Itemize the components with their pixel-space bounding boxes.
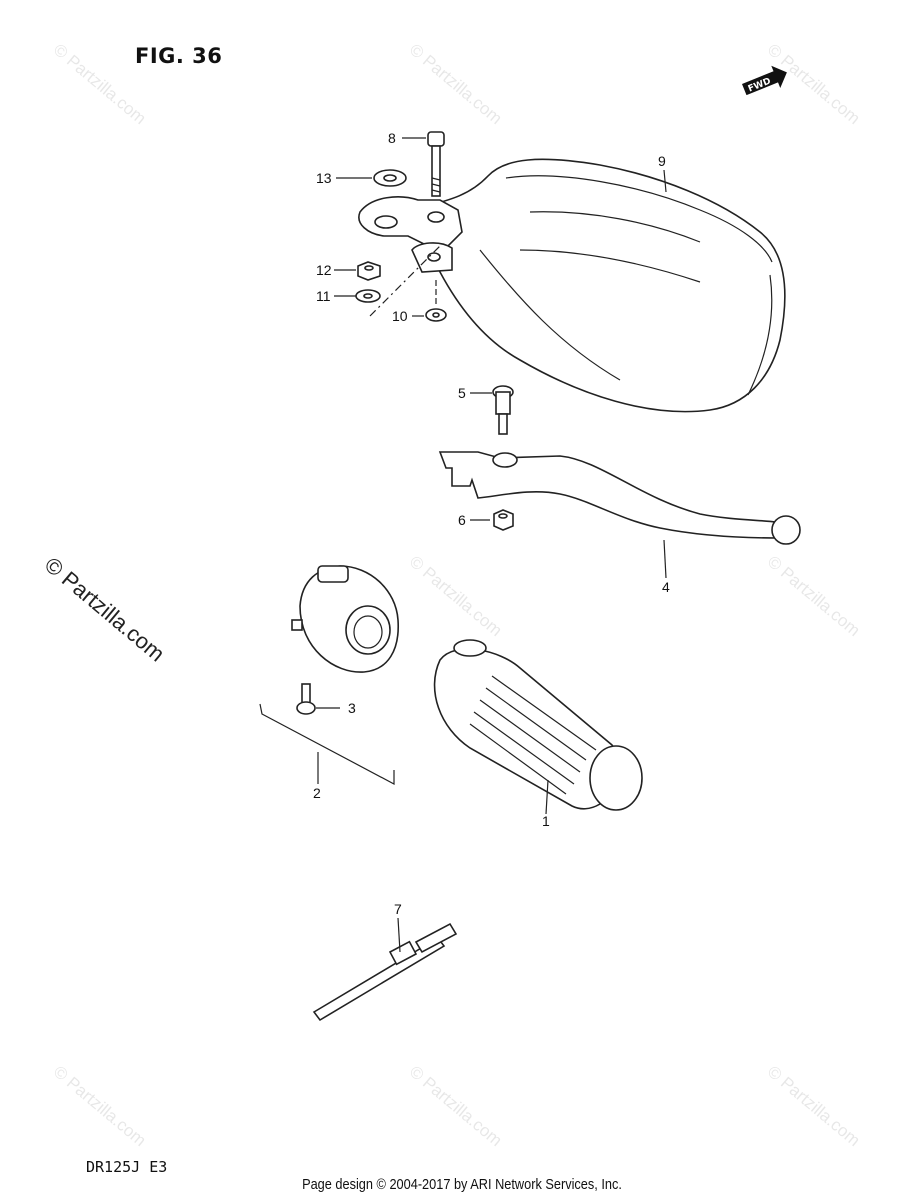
callout-4: 4	[662, 579, 670, 595]
bolt	[427, 131, 445, 197]
callout-5: 5	[458, 385, 466, 401]
figure-title: FIG. 36	[135, 44, 223, 68]
hand-guard	[419, 158, 786, 413]
model-code: DR125J E3	[86, 1158, 168, 1176]
nut	[357, 261, 381, 281]
lever	[438, 451, 801, 545]
lever-nut	[493, 509, 514, 531]
callout-6: 6	[458, 512, 466, 528]
callout-10: 10	[392, 308, 408, 324]
page-footer: Page design © 2004-2017 by ARI Network S…	[302, 1176, 622, 1193]
callout-8: 8	[388, 130, 396, 146]
callout-11: 11	[316, 288, 331, 304]
fwd-arrow-icon: FWD	[742, 65, 787, 96]
mount-bracket	[358, 196, 463, 273]
callout-1: 1	[542, 813, 550, 829]
switch-housing	[291, 565, 399, 673]
callout-9: 9	[658, 153, 666, 169]
fwd-label: FWD	[747, 76, 773, 94]
callout-13: 13	[316, 170, 332, 186]
leader-lines	[316, 137, 667, 953]
callout-2: 2	[313, 785, 321, 801]
lever-bolt	[492, 385, 514, 435]
callout-12: 12	[316, 262, 332, 278]
callout-7: 7	[394, 901, 402, 917]
grip	[433, 639, 643, 811]
callout-3: 3	[348, 700, 356, 716]
cable-tie	[312, 922, 458, 1022]
screw	[296, 683, 316, 715]
